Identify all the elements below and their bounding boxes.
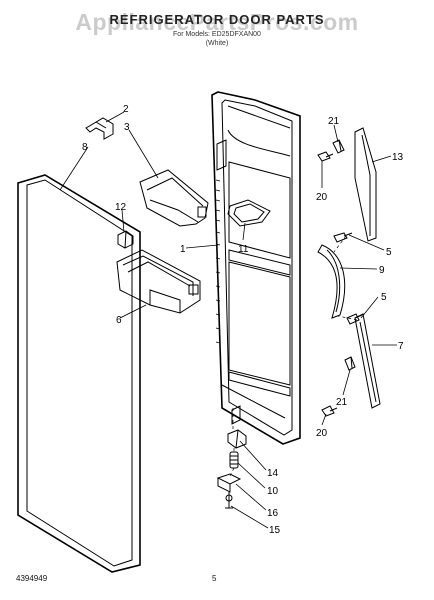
door-handle <box>317 244 346 319</box>
trim-bracket <box>85 117 114 140</box>
callout-11: 11 <box>238 244 249 255</box>
callout-12: 12 <box>115 202 127 213</box>
door-stop <box>227 429 247 449</box>
diagram-title: REFRIGERATOR DOOR PARTS <box>109 12 325 27</box>
page-number: 5 <box>212 574 217 583</box>
door-trim-strip <box>354 127 377 242</box>
dairy-tray <box>227 199 271 227</box>
screw-lower <box>321 405 338 417</box>
shelf-clip <box>117 230 134 249</box>
callout-2: 2 <box>123 104 129 115</box>
color-subtitle: (White) <box>205 40 229 47</box>
lower-door-bin <box>116 249 201 314</box>
document-number: 4394949 <box>16 574 48 583</box>
callout-14: 14 <box>267 468 279 479</box>
hinge-pin-upper <box>332 139 345 154</box>
handle-screw-upper <box>333 232 353 243</box>
watermark-text: AppliancePartsPros.com <box>75 9 359 35</box>
callout-6: 6 <box>116 315 122 326</box>
callout-16: 16 <box>267 508 279 519</box>
screw-upper <box>317 151 334 162</box>
upper-shelf-bin <box>139 169 209 227</box>
callout-20-upper: 20 <box>316 192 328 203</box>
bottom-hinge <box>216 473 242 493</box>
leader-lines <box>59 111 397 529</box>
callout-9: 9 <box>379 265 385 276</box>
model-subtitle: For Models: ED25DFXAN00 <box>173 31 261 38</box>
door-cam <box>229 451 239 469</box>
callout-1: 1 <box>180 244 186 255</box>
callout-20-lower: 20 <box>316 428 328 439</box>
callout-3: 3 <box>124 122 130 133</box>
bottom-hinge-pin <box>225 492 233 509</box>
callout-10: 10 <box>267 486 279 497</box>
callout-15: 15 <box>269 525 281 536</box>
door-liner <box>211 91 301 445</box>
callout-5-lower: 5 <box>381 292 387 303</box>
callout-21-lower: 21 <box>336 397 348 408</box>
hinge-pin-lower <box>344 356 356 371</box>
door-gasket <box>17 174 141 573</box>
alignment-lines <box>229 235 358 477</box>
lower-trim-strip <box>354 313 381 409</box>
callout-21-upper: 21 <box>328 116 340 127</box>
callout-7: 7 <box>398 341 404 352</box>
callout-13: 13 <box>392 152 404 163</box>
callout-5-upper: 5 <box>386 247 392 258</box>
callout-8: 8 <box>82 142 88 153</box>
